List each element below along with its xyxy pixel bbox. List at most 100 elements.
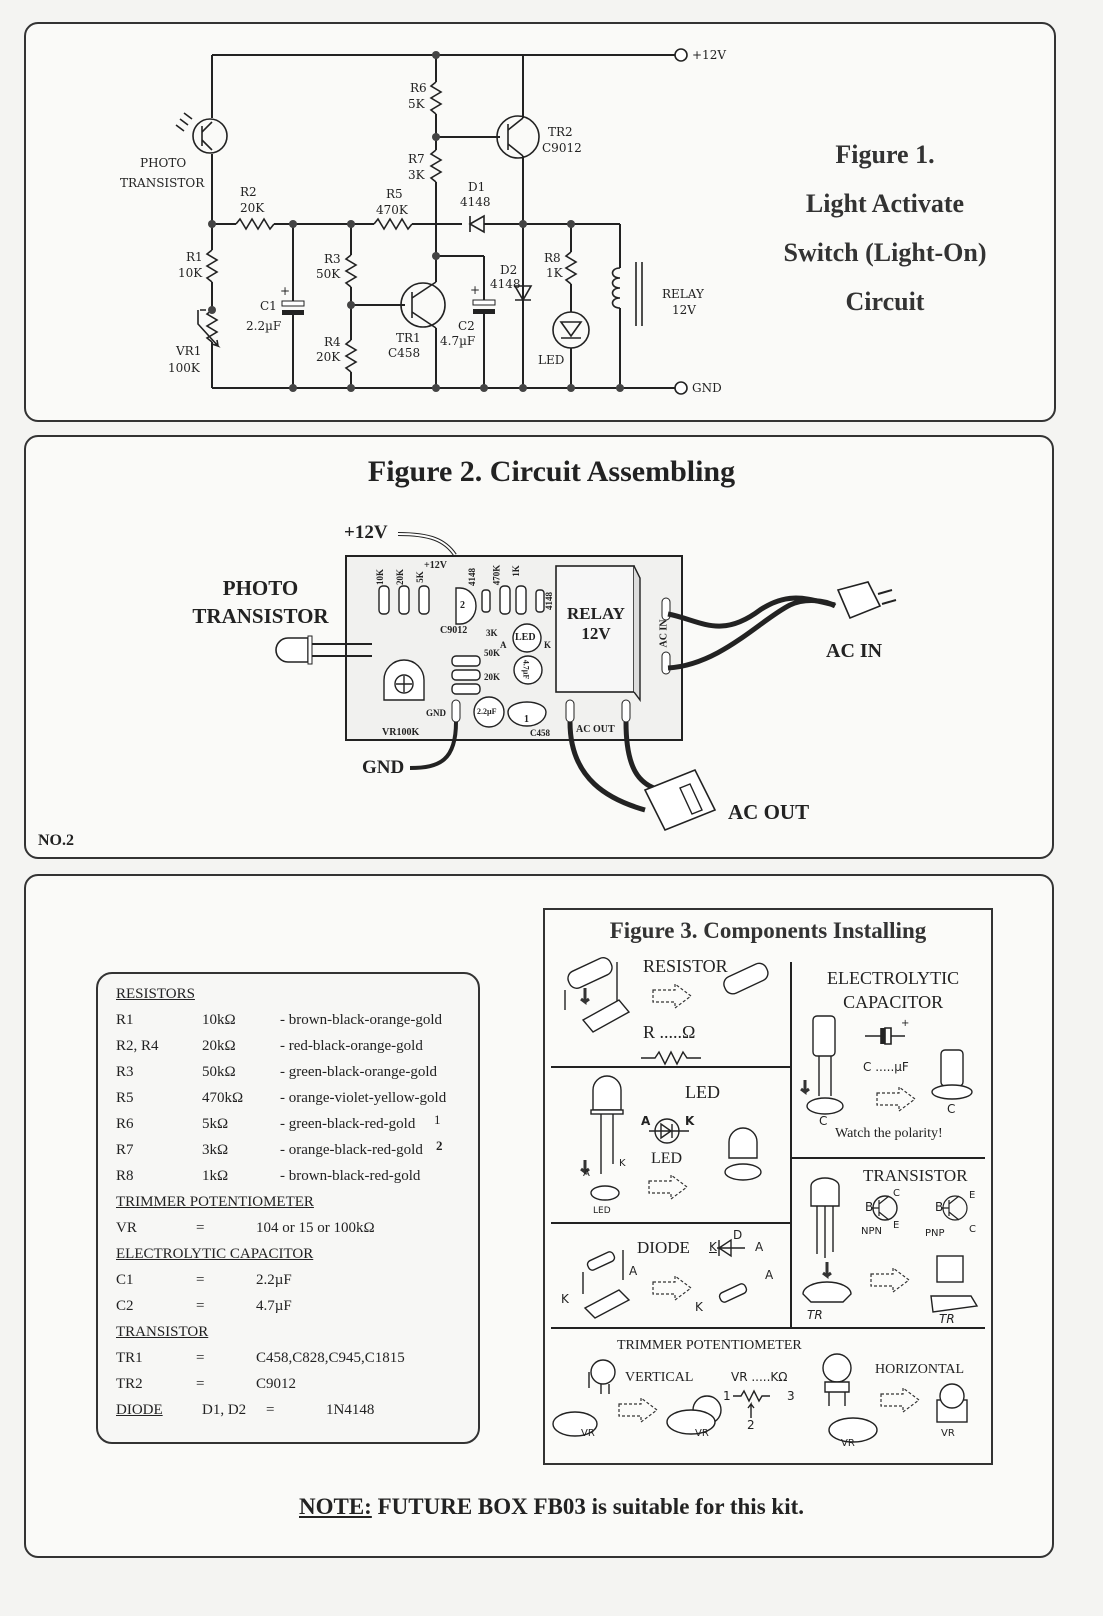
ac-out-pin (621, 699, 631, 723)
dashed-arrow-icon (870, 1266, 910, 1294)
pcb-tr1 (507, 701, 547, 727)
resistor-install-icon (564, 957, 769, 1033)
plus12v-wire-label: +12V (344, 522, 388, 543)
r7-resistor (429, 149, 443, 183)
r8-resistor (564, 251, 578, 285)
photo-transistor-label-2: TRANSISTOR (120, 176, 205, 190)
part-colors: - brown-black-red-gold (280, 1168, 421, 1184)
part-value: 50kΩ (202, 1064, 236, 1080)
transistor-e-label: E (969, 1190, 976, 1201)
vr1-value: 100K (168, 361, 201, 375)
gnd-pin (451, 699, 461, 723)
led-board-mark: LED (593, 1206, 611, 1216)
r2-resistor (235, 217, 275, 231)
part-eq: = (196, 1272, 205, 1288)
part-colors: - red-black-orange-gold (280, 1038, 423, 1054)
part-ref: R7 (116, 1142, 134, 1158)
part-ref: C2 (116, 1298, 134, 1314)
down-arrow-icon (822, 1262, 832, 1279)
r1-value: 10K (178, 266, 203, 280)
transistor-pnp-label: PNP (925, 1228, 945, 1239)
relay-coil (611, 267, 621, 309)
d2-ref: D2 (500, 263, 517, 277)
photo-transistor-label-1: PHOTO (140, 156, 186, 170)
handwritten-note: 2 (436, 1138, 443, 1153)
photo-transistor-heading-line: PHOTO (222, 576, 299, 600)
led-leg-k: K (619, 1158, 626, 1169)
part-value: 470kΩ (202, 1090, 244, 1106)
pcb-c2 (513, 655, 543, 685)
pcb-vr-label: VR100K (382, 727, 420, 738)
pcb-tr1-mark: 1 (524, 714, 529, 725)
part-ref: TR2 (116, 1376, 143, 1392)
photo-transistor-body (275, 637, 309, 663)
led-label: LED (538, 353, 564, 367)
part-colors: - brown-black-orange-gold (280, 1012, 443, 1028)
part-eq: = (266, 1402, 275, 1418)
ground-terminal (674, 381, 688, 395)
trimmer-heading: TRIMMER POTENTIOMETER (116, 1194, 314, 1210)
panel-number: NO.2 (38, 832, 74, 849)
ac-out-cord (567, 721, 646, 813)
pcb-r1-label: 10K (375, 568, 386, 586)
r2-ref: R2 (240, 185, 257, 199)
d2-diode (513, 285, 533, 302)
part-value: 20kΩ (202, 1038, 236, 1054)
capacitor-heading-line: CAPACITOR (843, 992, 944, 1012)
led-cathode-label: K (685, 1114, 695, 1128)
photo-transistor-heading-line: TRANSISTOR (192, 604, 329, 628)
transistor-c-label: C (969, 1224, 976, 1235)
r1-resistor (205, 249, 219, 283)
down-arrow-icon (800, 1080, 810, 1095)
figure1-title-line: Figure 1. (835, 140, 935, 169)
pcb-led-cathode: K (544, 640, 552, 650)
part-value: C458,C828,C945,C1815 (256, 1350, 405, 1366)
down-arrow-icon (580, 988, 590, 1005)
trimmer-install-icon (552, 1353, 968, 1443)
handwritten-note: 1 (434, 1112, 441, 1127)
figure2-title: Figure 2. Circuit Assembling (367, 455, 736, 488)
pcb-r6-label: 5K (414, 571, 425, 583)
ac-plug-icon (836, 581, 882, 620)
transistor-board-mark: TR (807, 1308, 823, 1322)
ac-in-label: AC IN (826, 640, 883, 662)
r5-resistor (373, 217, 413, 231)
resistors-heading: RESISTORS (116, 986, 195, 1002)
vr1-ref: VR1 (175, 344, 201, 358)
r2-value: 20K (240, 201, 265, 215)
trimmer-symbol-icon (733, 1389, 770, 1403)
positive-terminal (674, 48, 688, 62)
positive-rail-label: +12V (692, 48, 726, 62)
led-heading: LED (685, 1082, 720, 1102)
ac-socket-icon (643, 768, 717, 832)
pcb-r5-label: 470K (491, 564, 502, 586)
trimmer-formula: VR .....KΩ (731, 1370, 788, 1384)
r6-resistor (429, 81, 443, 115)
photo-transistor-symbol (192, 118, 228, 154)
footer-note: NOTE: FUTURE BOX FB03 is suitable for th… (0, 1494, 1103, 1520)
ac-in-pin (661, 651, 671, 675)
down-arrow-icon (580, 1160, 590, 1175)
part-value: 3kΩ (202, 1142, 229, 1158)
trimmer-vertical-label: VERTICAL (625, 1370, 694, 1385)
led-leg-a: A (583, 1168, 590, 1179)
gnd-wire-label: GND (362, 757, 405, 778)
pcb-d1-label: 4148 (467, 568, 477, 586)
figure3-drawings (551, 957, 985, 1443)
c2-ref: C2 (458, 319, 475, 333)
r6-value: 5K (408, 97, 426, 111)
transistor-b-label: B (935, 1200, 944, 1214)
pcb-r4-label: 20K (484, 672, 501, 682)
c1-capacitor (281, 300, 305, 307)
trimmer-board-mark: VR (941, 1428, 955, 1439)
transistor-npn-label: NPN (861, 1226, 882, 1237)
part-value: 10kΩ (202, 1012, 236, 1028)
pcb-r3-label: 50K (484, 648, 501, 658)
r5-value: 470K (376, 203, 409, 217)
r3-ref: R3 (324, 252, 341, 266)
transistor-b-label: B (865, 1200, 874, 1214)
d1-ref: D1 (468, 180, 485, 194)
pcb-ac-out-label: AC OUT (576, 724, 615, 735)
r3-value: 50K (316, 267, 341, 281)
part-ref: R2, R4 (116, 1038, 159, 1054)
